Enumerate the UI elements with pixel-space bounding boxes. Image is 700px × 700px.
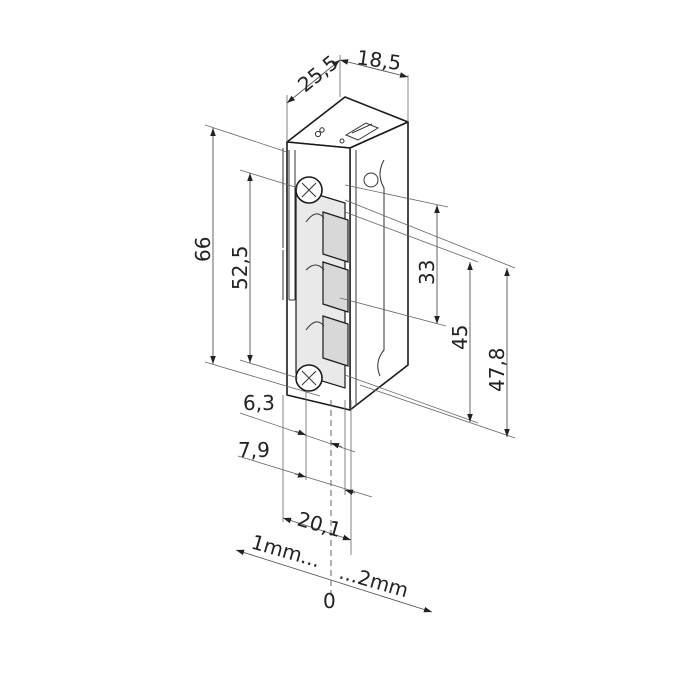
dim-33-label: 33 <box>415 260 439 285</box>
strike-body <box>282 96 409 411</box>
dim-52-5-label: 52,5 <box>228 245 252 290</box>
dim-7-9-label: 7,9 <box>238 438 270 462</box>
dim-25-5-label: 25,5 <box>293 50 343 97</box>
dimension-bottom: 6,3 7,9 20,1 1mm... ...2mm 0 <box>235 390 433 613</box>
dim-18-5-label: 18,5 <box>355 45 402 75</box>
dim-47-8-label: 47,8 <box>485 347 509 392</box>
dimension-right: 33 45 47,8 <box>339 184 516 439</box>
adjust-zero-label: 0 <box>323 589 336 613</box>
dim-66-label: 66 <box>191 237 215 262</box>
dim-20-1-label: 20,1 <box>295 507 344 542</box>
dim-6-3-label: 6,3 <box>243 391 275 415</box>
dim-45-label: 45 <box>448 325 472 350</box>
dimension-left: 66 52,5 <box>191 124 321 397</box>
adjust-right-label: ...2mm <box>337 560 412 603</box>
